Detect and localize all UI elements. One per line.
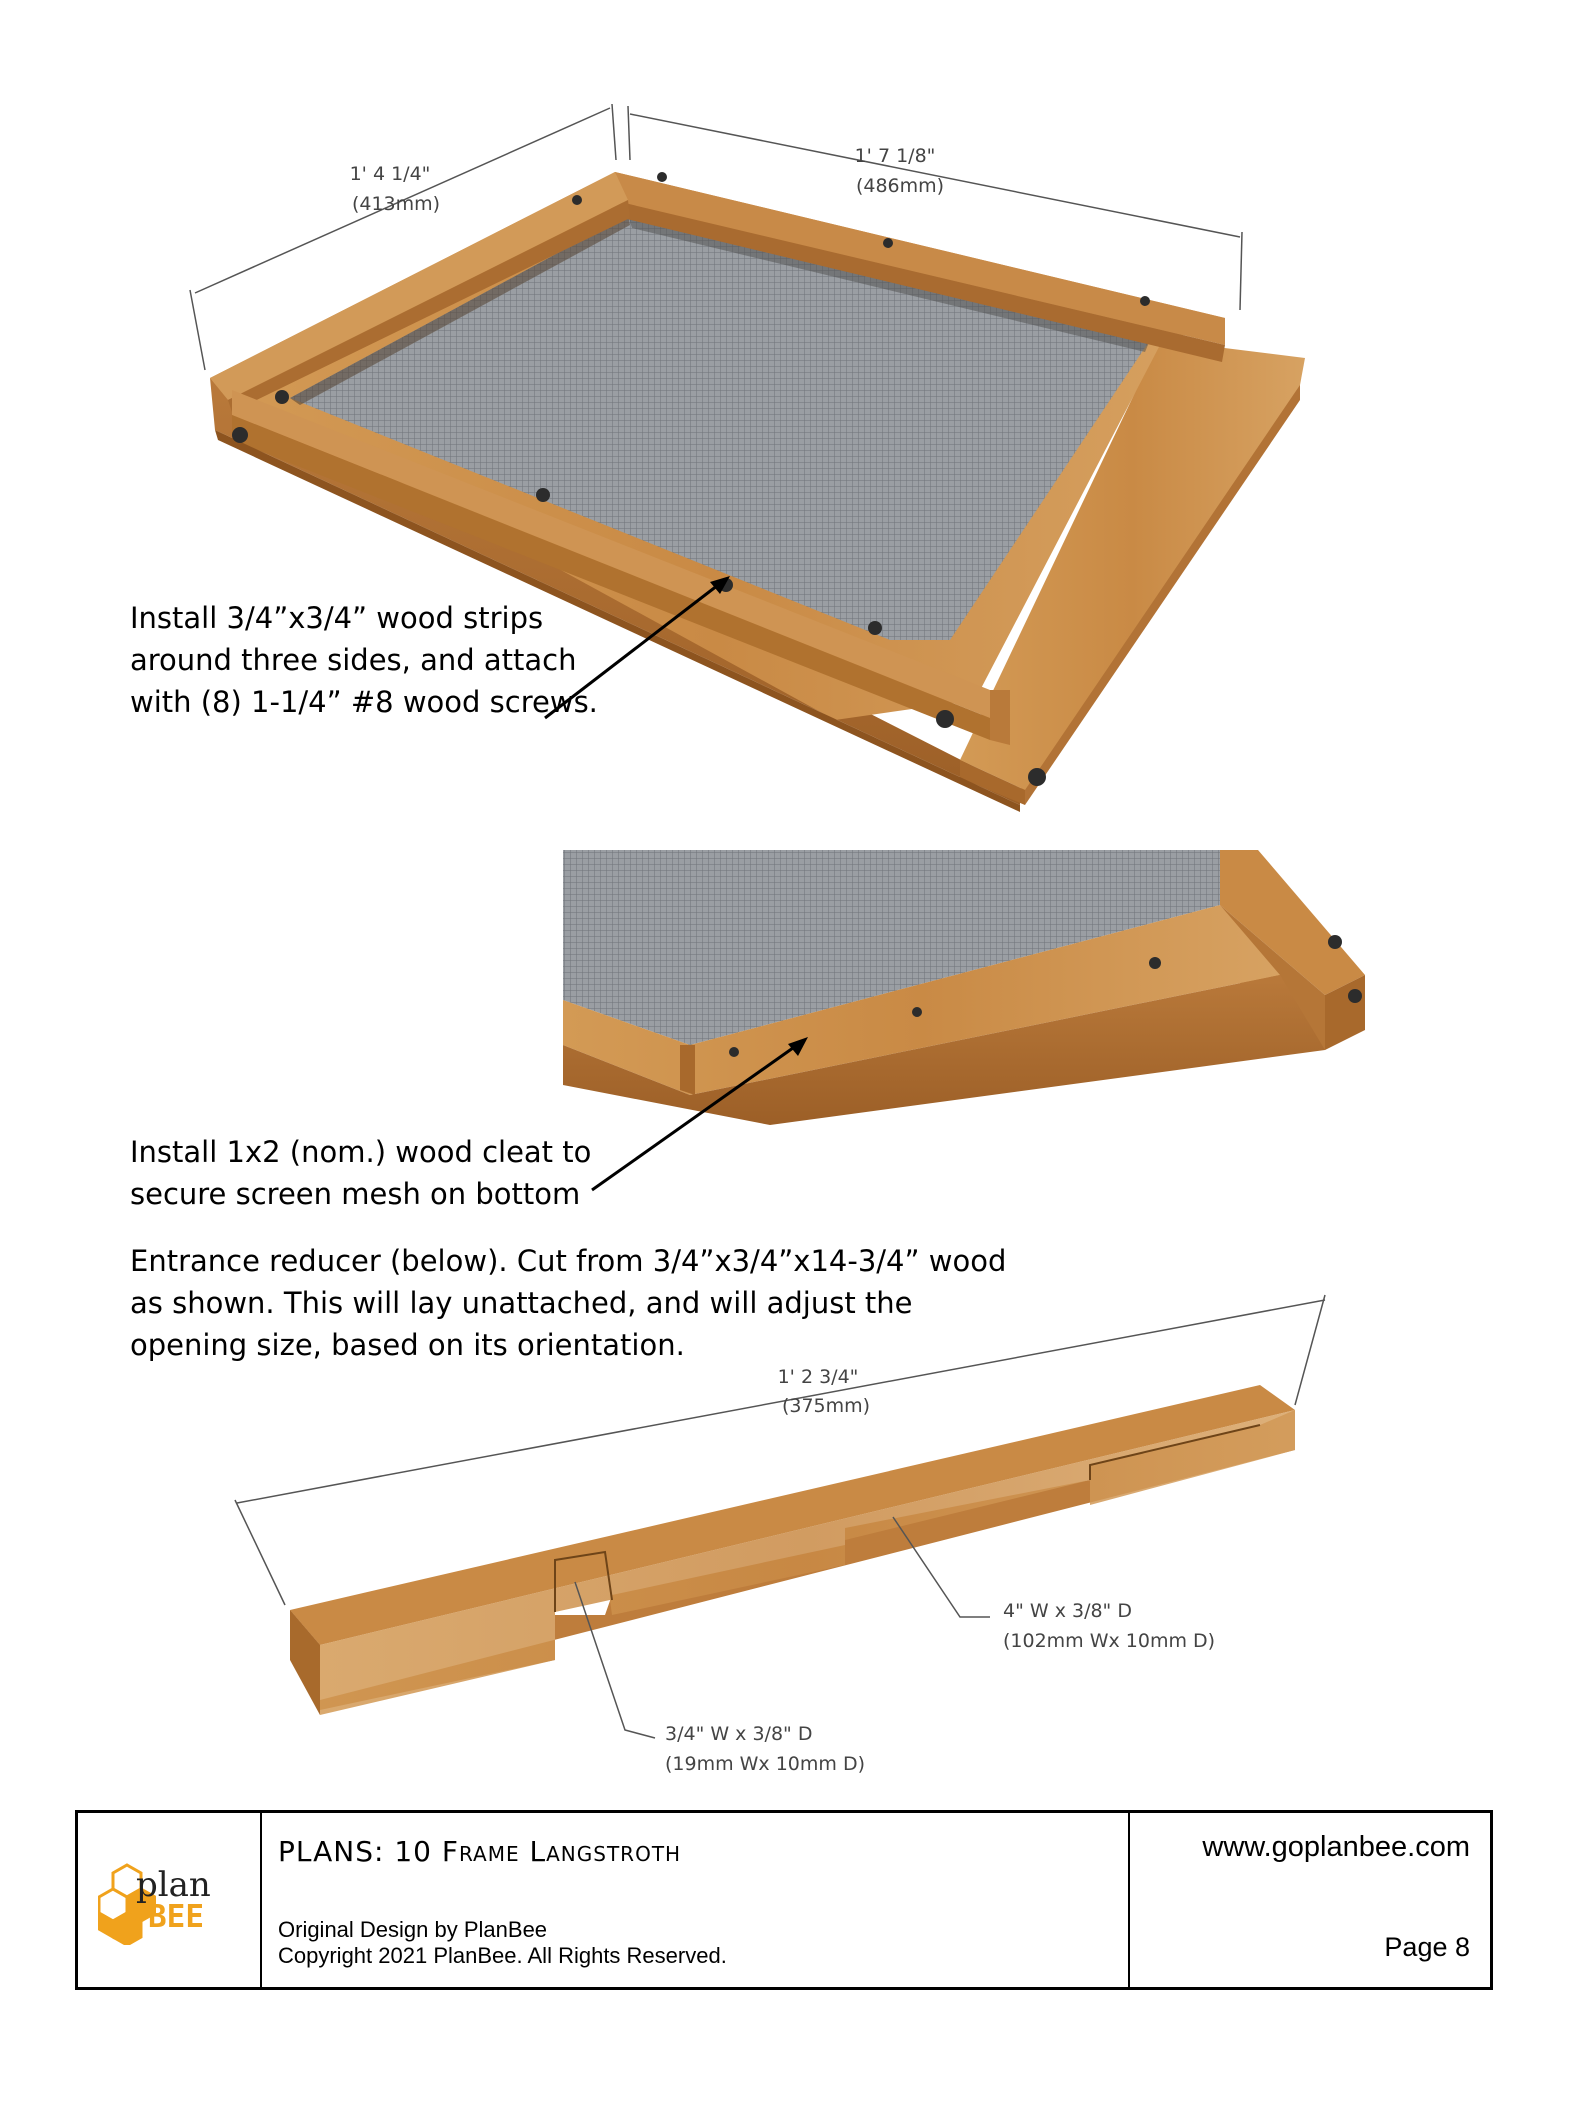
plans-title: PLANS: 10 Frame Langstroth [278, 1835, 682, 1868]
reducer-length-label: 1' 2 3/4" [778, 1366, 859, 1388]
cleat-callout: Install 1x2 (nom.) wood cleat to secure … [130, 1131, 591, 1215]
arrow-head-icon [788, 1037, 808, 1056]
entrance-reducer-figure: 1' 2 3/4" (375mm) 4" W x 3/8" D (102mm W… [234, 1294, 1326, 1775]
callout-line: with (8) 1-1/4” #8 wood screws. [130, 685, 598, 719]
description-line: opening size, based on its orientation. [130, 1328, 685, 1362]
screened-bottom-board-figure: 1' 4 1/4" (413mm) 1' 7 1/8" (486mm) [189, 103, 1305, 812]
callout-line: secure screen mesh on bottom [130, 1177, 581, 1211]
dim-length-mm-label: (486mm) [856, 175, 944, 197]
logo-text-bee: BEE [148, 1899, 204, 1935]
credit-line: Original Design by PlanBee [278, 1917, 548, 1942]
description-line: Entrance reducer (below). Cut from 3/4”x… [130, 1244, 1007, 1278]
plans-info-cell: PLANS: 10 Frame Langstroth Original Desi… [260, 1813, 1130, 1987]
callout-line: around three sides, and attach [130, 643, 577, 677]
copyright-line: Copyright 2021 PlanBee. All Rights Reser… [278, 1943, 727, 1968]
entrance-reducer-description: Entrance reducer (below). Cut from 3/4”x… [130, 1240, 1006, 1366]
notch-large-mm-label: (102mm Wx 10mm D) [1003, 1630, 1215, 1652]
notch-small-mm-label: (19mm Wx 10mm D) [665, 1753, 865, 1775]
website-link[interactable]: www.goplanbee.com [1202, 1831, 1470, 1863]
notch-large-label: 4" W x 3/8" D [1003, 1600, 1132, 1622]
site-cell: www.goplanbee.com Page 8 [1128, 1813, 1490, 1987]
reducer-length-mm-label: (375mm) [782, 1395, 870, 1417]
logo-text-plan: plan [136, 1865, 211, 1905]
dim-length-label: 1' 7 1/8" [855, 145, 936, 167]
dim-width-mm-label: (413mm) [352, 193, 440, 215]
page-number: Page 8 [1384, 1932, 1470, 1962]
wood-strip-callout: Install 3/4”x3/4” wood strips around thr… [130, 597, 598, 723]
description-line: as shown. This will lay unattached, and … [130, 1286, 913, 1320]
cleat-closeup-figure [563, 850, 1365, 1192]
dim-width-label: 1' 4 1/4" [350, 163, 431, 185]
credit-text: Original Design by PlanBee Copyright 202… [278, 1917, 727, 1969]
title-block: plan BEE PLANS: 10 Frame Langstroth Orig… [75, 1810, 1493, 1990]
notch-small-label: 3/4" W x 3/8" D [665, 1723, 812, 1745]
logo-cell: plan BEE [78, 1813, 262, 1987]
callout-line: Install 1x2 (nom.) wood cleat to [130, 1135, 592, 1169]
arrow-head-icon [710, 576, 730, 594]
honeycomb-logo-icon [98, 1863, 156, 1945]
callout-line: Install 3/4”x3/4” wood strips [130, 601, 544, 635]
